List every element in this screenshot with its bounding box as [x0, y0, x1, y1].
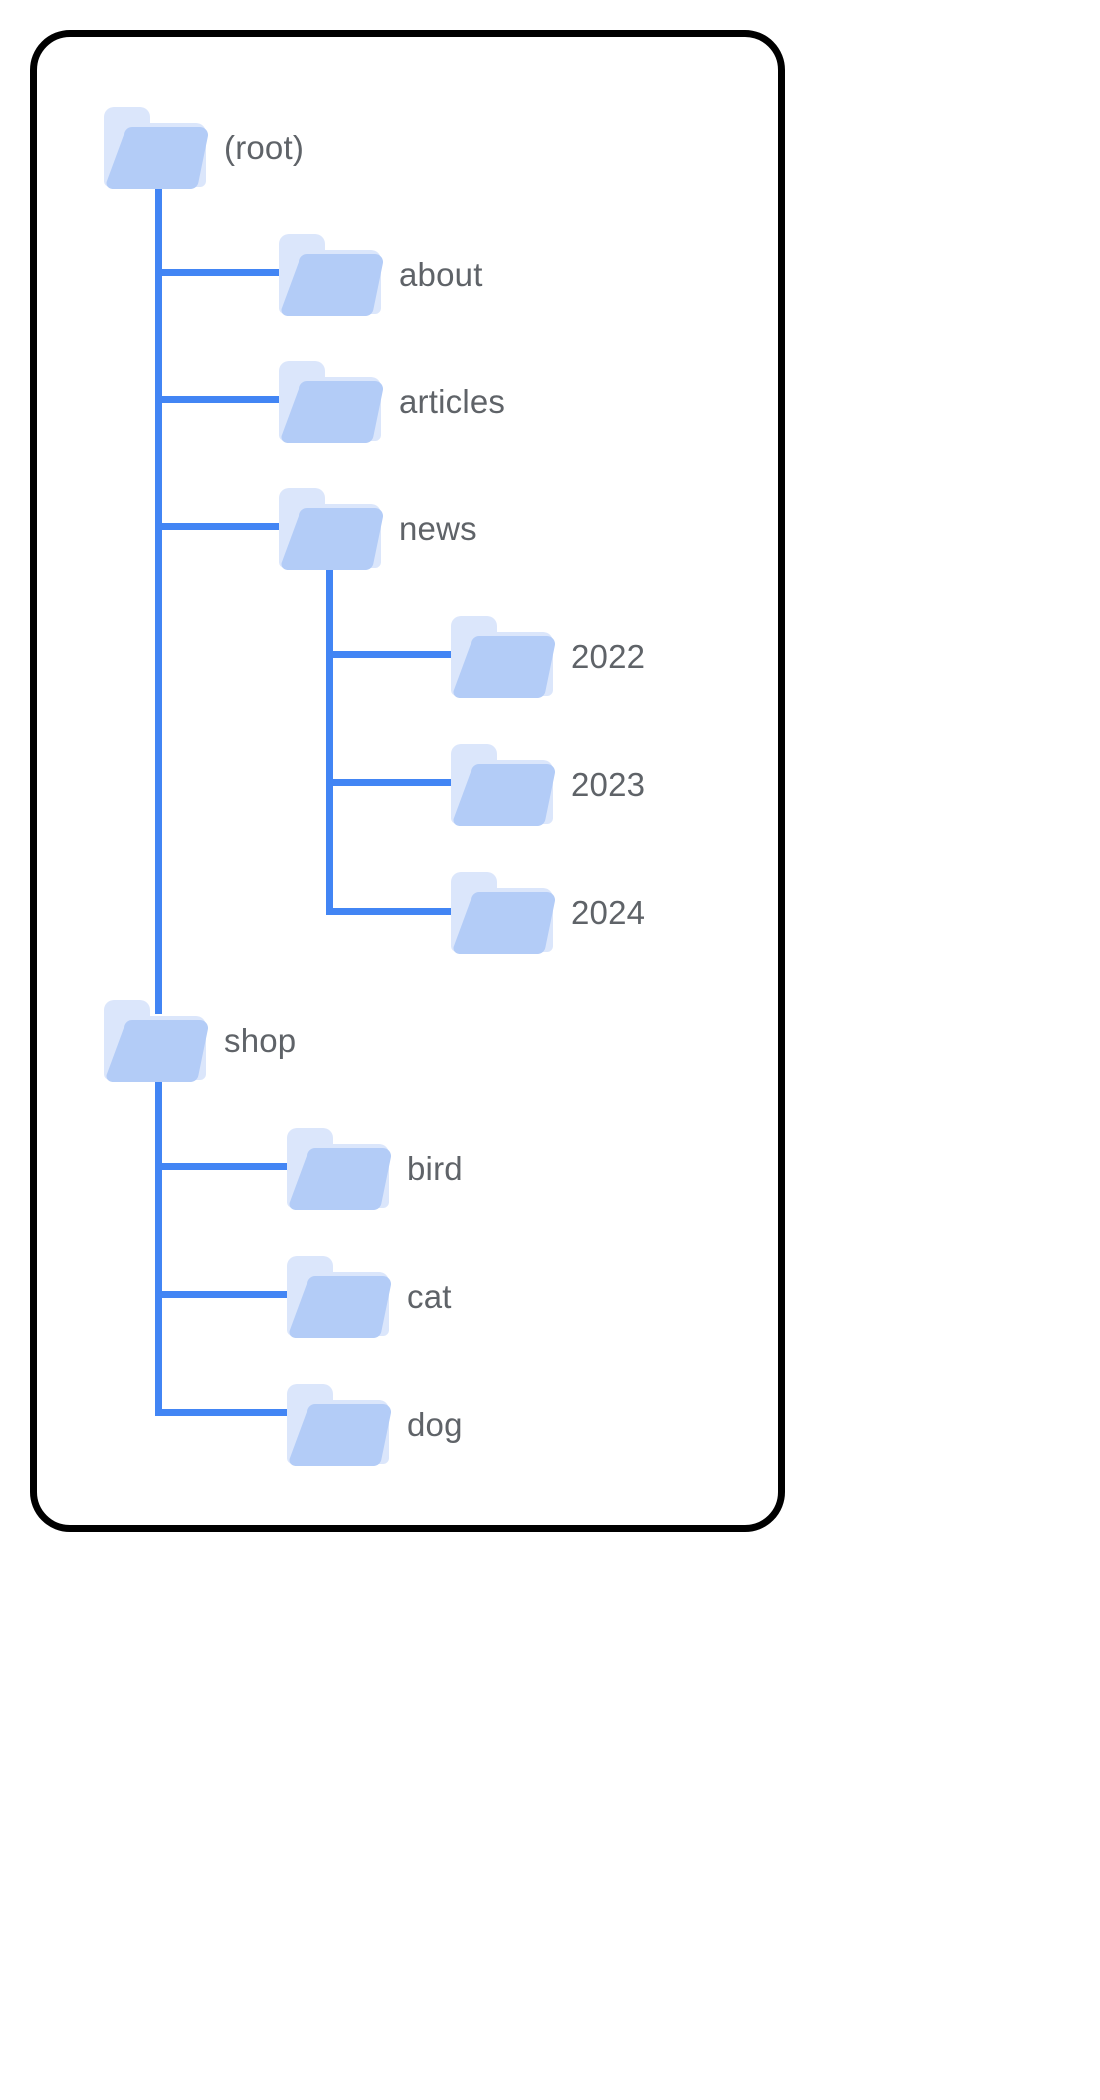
tree-node-label: news — [399, 509, 477, 547]
tree-node-cat[interactable]: cat — [283, 1252, 452, 1340]
connector-root-about — [155, 269, 285, 276]
connector-news-2022 — [326, 651, 456, 658]
folder-icon — [447, 868, 557, 956]
tree-node-2022[interactable]: 2022 — [447, 612, 645, 700]
tree-node-label: about — [399, 255, 483, 293]
tree-node-label: dog — [407, 1405, 463, 1443]
folder-icon — [275, 484, 385, 572]
tree-node-shop[interactable]: shop — [100, 996, 296, 1084]
folder-icon — [447, 612, 557, 700]
tree-node-news[interactable]: news — [275, 484, 477, 572]
tree-node-bird[interactable]: bird — [283, 1124, 463, 1212]
tree-node-label: 2022 — [571, 637, 646, 675]
folder-icon — [283, 1124, 393, 1212]
folder-icon — [100, 996, 210, 1084]
connector-news-2024 — [326, 908, 456, 915]
tree-node-label: 2023 — [571, 765, 646, 803]
tree-node-2023[interactable]: 2023 — [447, 740, 645, 828]
folder-tree: (root) about articles — [100, 103, 645, 1468]
tree-node-about[interactable]: about — [275, 230, 483, 318]
connector-news-2023 — [326, 779, 456, 786]
folder-icon — [283, 1252, 393, 1340]
connector-root-news — [155, 523, 285, 530]
tree-node-2024[interactable]: 2024 — [447, 868, 645, 956]
tree-node-label: (root) — [224, 128, 305, 166]
connector-shop-bird — [155, 1163, 290, 1170]
folder-icon — [275, 357, 385, 445]
tree-node-dog[interactable]: dog — [283, 1380, 463, 1468]
connector-shop-spine — [155, 1060, 162, 1416]
connector-root-articles — [155, 396, 285, 403]
folder-icon — [447, 740, 557, 828]
connector-root-spine — [155, 170, 162, 1014]
folder-icon — [283, 1380, 393, 1468]
tree-node-articles[interactable]: articles — [275, 357, 505, 445]
tree-node-root[interactable]: (root) — [100, 103, 304, 191]
folder-icon — [100, 103, 210, 191]
tree-node-label: bird — [407, 1149, 463, 1187]
tree-node-label: 2024 — [571, 893, 646, 931]
folder-icon — [275, 230, 385, 318]
tree-node-label: cat — [407, 1277, 452, 1315]
tree-node-label: articles — [399, 382, 506, 420]
connector-shop-dog — [155, 1409, 290, 1416]
connector-shop-cat — [155, 1291, 290, 1298]
connector-news-spine — [326, 555, 333, 915]
tree-node-label: shop — [224, 1021, 297, 1059]
